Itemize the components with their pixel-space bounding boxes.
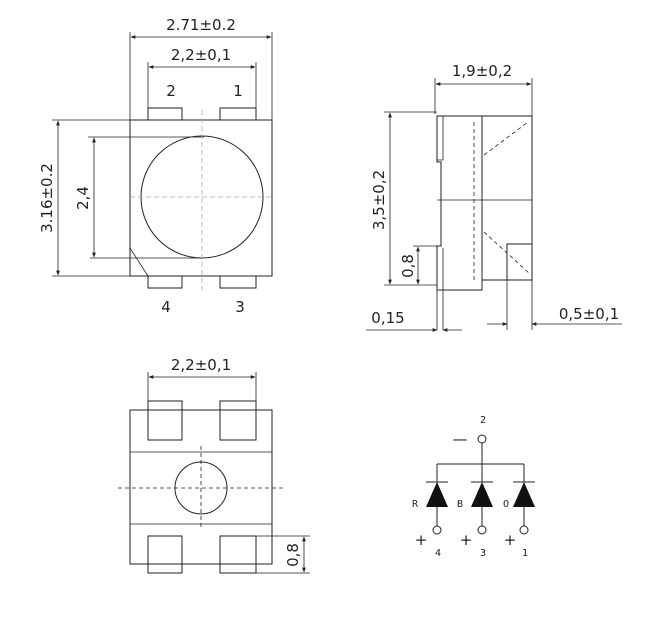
dim-bottom-pad-height: 0,8 bbox=[284, 543, 302, 567]
pin-label-3: 3 bbox=[235, 298, 245, 316]
terminal-4 bbox=[432, 525, 442, 535]
diode-red-letter: R bbox=[412, 499, 419, 510]
schematic-pin-2: 2 bbox=[480, 415, 486, 426]
top-view: 2.71±0.2 2,2±0,1 2 1 4 3 3.16±0.2 2,4 bbox=[38, 16, 273, 316]
bottom-pad-top-left bbox=[147, 400, 183, 441]
plus-sign-3: + bbox=[460, 531, 473, 549]
bottom-pad-bottom-left bbox=[147, 535, 183, 574]
bottom-pad-bottom-right bbox=[219, 535, 257, 574]
dim-lead-height: 0,8 bbox=[399, 254, 417, 278]
schematic-minus-sign: — bbox=[453, 430, 468, 448]
pin-label-4: 4 bbox=[161, 298, 171, 316]
diode-blue-symbol bbox=[471, 482, 493, 507]
pin-label-1: 1 bbox=[233, 82, 243, 100]
dim-height: 3.16±0.2 bbox=[38, 163, 56, 233]
bottom-pad-top-right bbox=[219, 400, 257, 441]
schematic: 2 — R + 4 B + 3 bbox=[412, 415, 535, 559]
dim-lens: 2,4 bbox=[74, 186, 92, 210]
top-pad-4 bbox=[147, 275, 183, 289]
cathode-mark bbox=[129, 247, 149, 277]
diode-orange: O + 1 bbox=[503, 464, 535, 559]
dim-overall-width: 2.71±0.2 bbox=[166, 16, 236, 34]
top-body bbox=[129, 119, 273, 277]
side-pad bbox=[506, 243, 533, 281]
schematic-common-terminal bbox=[477, 434, 487, 444]
top-pad-2 bbox=[147, 107, 183, 121]
terminal-3 bbox=[477, 525, 487, 535]
side-view: 1,9±0,2 3,5±0,2 0,8 0,15 0,5±0,1 bbox=[366, 62, 622, 332]
dim-bottom-pad-spacing: 2,2±0,1 bbox=[171, 356, 231, 374]
diode-red-symbol bbox=[426, 482, 448, 507]
dim-depth: 1,9±0,2 bbox=[452, 62, 512, 80]
terminal-label-3: 3 bbox=[480, 548, 486, 559]
plus-sign-4: + bbox=[415, 531, 428, 549]
terminal-label-1: 1 bbox=[522, 548, 528, 559]
terminal-1 bbox=[519, 525, 529, 535]
diode-blue: B + 3 bbox=[457, 464, 493, 559]
bottom-view: 2,2±0,1 0,8 bbox=[118, 356, 310, 574]
terminal-label-4: 4 bbox=[435, 548, 441, 559]
side-lead-frame bbox=[436, 115, 483, 291]
top-pad-1 bbox=[219, 107, 257, 121]
dim-side-height: 3,5±0,2 bbox=[370, 170, 388, 230]
diode-red: R + 4 bbox=[412, 464, 448, 559]
dim-lead-thickness: 0,15 bbox=[371, 309, 404, 327]
dim-lead-width: 0,5±0,1 bbox=[559, 305, 619, 323]
diode-orange-letter: O bbox=[503, 499, 509, 510]
top-pad-3 bbox=[219, 275, 257, 289]
dim-pad-span: 2,2±0,1 bbox=[171, 46, 231, 64]
diode-orange-symbol bbox=[513, 482, 535, 507]
bottom-body bbox=[129, 409, 273, 565]
diode-blue-letter: B bbox=[457, 499, 463, 510]
plus-sign-1: + bbox=[504, 531, 517, 549]
pin-label-2: 2 bbox=[166, 82, 176, 100]
